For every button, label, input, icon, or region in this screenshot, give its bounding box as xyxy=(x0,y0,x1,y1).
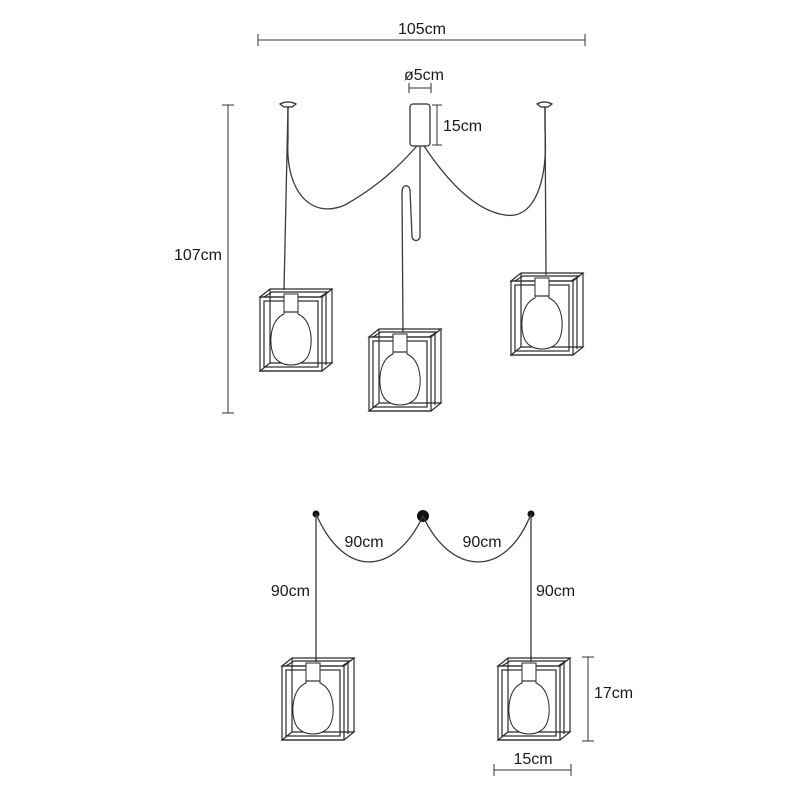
canopy-diameter-dimension: ø5cm xyxy=(404,67,444,93)
ceiling-canopy xyxy=(409,103,431,147)
width-dimension: 105cm xyxy=(257,21,586,46)
top-center-shade xyxy=(368,328,442,412)
width-label: 105cm xyxy=(398,21,446,38)
total-height-label: 107cm xyxy=(174,247,222,264)
right-drop-label: 90cm xyxy=(536,583,575,600)
total-height-dimension: 107cm xyxy=(174,104,234,414)
shade-width-label: 15cm xyxy=(513,751,552,768)
top-view-wires xyxy=(283,106,547,333)
top-right-shade xyxy=(510,272,584,356)
shade-width-dimension: 15cm xyxy=(493,751,572,776)
right-span-wire xyxy=(422,513,532,563)
shade-height-label: 17cm xyxy=(594,685,633,702)
bottom-right-shade xyxy=(497,657,571,741)
right-ceiling-hook xyxy=(535,101,554,108)
right-span-label: 90cm xyxy=(462,534,501,551)
bottom-left-shade xyxy=(281,657,355,741)
canopy-diameter-label: ø5cm xyxy=(404,67,444,84)
shade-height-dimension: 17cm xyxy=(582,656,633,742)
top-left-shade xyxy=(259,288,333,372)
left-span-label: 90cm xyxy=(344,534,383,551)
canopy-height-dimension: 15cm xyxy=(432,104,482,146)
canopy-height-label: 15cm xyxy=(443,118,482,135)
left-ceiling-hook xyxy=(278,101,298,108)
left-span-wire xyxy=(315,513,424,563)
left-drop-label: 90cm xyxy=(271,583,310,600)
